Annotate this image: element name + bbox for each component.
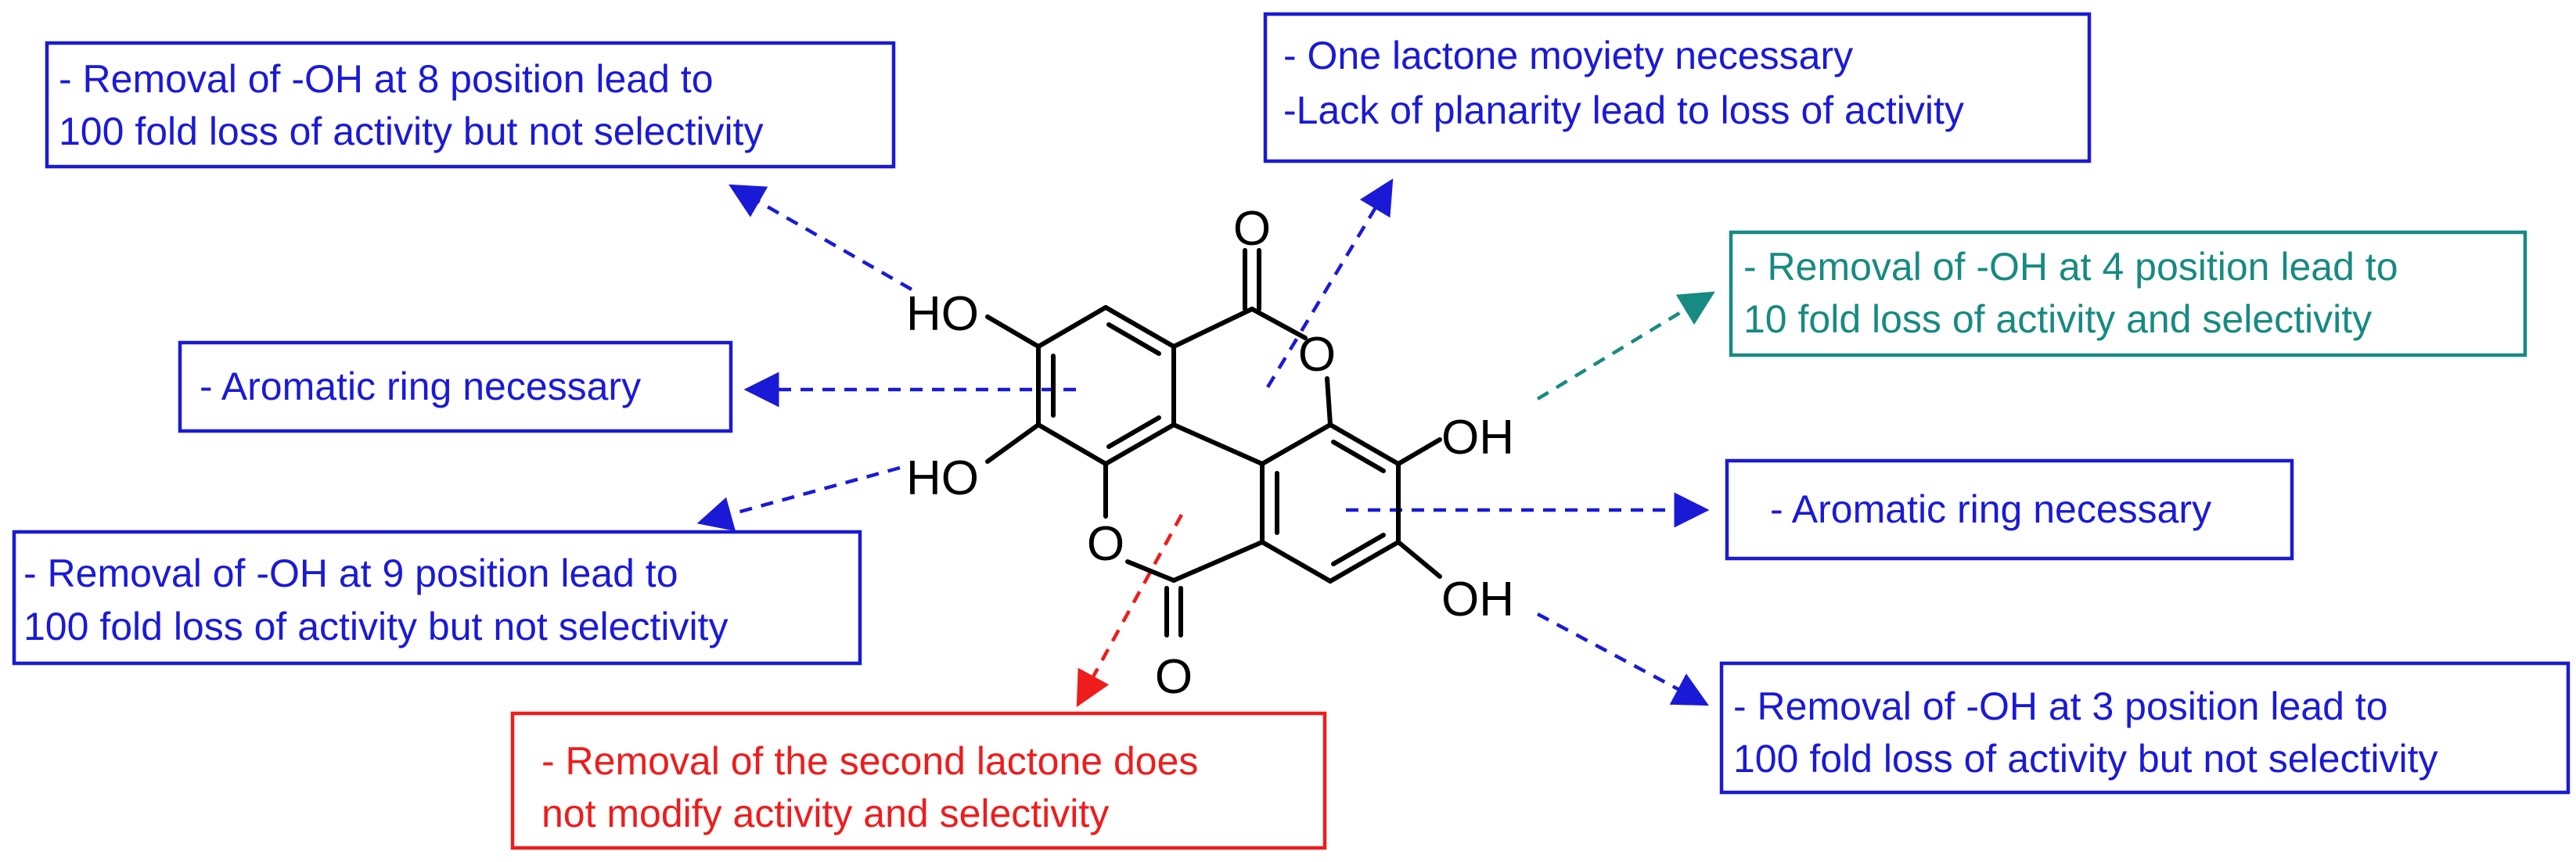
- right-ring-double-2: [1331, 440, 1386, 473]
- annotation-oh3-line2: 100 fold loss of activity but not select…: [1733, 737, 2437, 781]
- annotation-oh3: - Removal of -OH at 3 position lead to 1…: [1719, 661, 2571, 795]
- bond-oh-right-top: [1396, 437, 1442, 466]
- right-ring-double-3: [1331, 533, 1386, 566]
- top-lactone-o-ring: [1325, 376, 1333, 427]
- annotation-lactone-top-line2: -Lack of planarity lead to loss of activ…: [1283, 88, 1964, 132]
- arrow-oh3: [1536, 612, 1709, 706]
- annotation-oh9-line1: - Removal of -OH at 9 position lead to: [23, 551, 678, 595]
- annotation-oh8-line2: 100 fold loss of activity but not select…: [59, 110, 763, 153]
- annotation-lactone-top: - One lactone moyiety necessary -Lack of…: [1263, 12, 2092, 163]
- bond-oh-right-bottom: [1396, 540, 1442, 579]
- bottom-lactone-o-c: [1125, 559, 1176, 583]
- atom-ho-mid: HO: [906, 451, 979, 505]
- annotation-oh3-line1: - Removal of -OH at 3 position lead to: [1733, 684, 2388, 728]
- annotation-aromatic-right: - Aromatic ring necessary: [1725, 458, 2294, 561]
- annotation-oh9: - Removal of -OH at 9 position lead to 1…: [12, 530, 862, 666]
- annotation-oh9-line2: 100 fold loss of activity but not select…: [23, 605, 728, 648]
- atom-oh-right-top: OH: [1441, 411, 1514, 465]
- left-ring-double-1: [1106, 322, 1161, 356]
- annotation-aromatic-left: - Aromatic ring necessary: [178, 340, 733, 433]
- top-lactone-c-o: [1250, 307, 1308, 340]
- biaryl-bond: [1171, 422, 1265, 466]
- bond-ho-top: [985, 314, 1041, 349]
- annotation-oh4: - Removal of -OH at 4 position lead to 1…: [1729, 230, 2527, 357]
- annotation-oh8: - Removal of -OH at 8 position lead to 1…: [45, 41, 896, 169]
- annotation-aromatic-right-text: - Aromatic ring necessary: [1770, 487, 2211, 531]
- arrow-second-lactone: [1076, 513, 1183, 707]
- annotation-second-lactone: - Removal of the second lactone does not…: [510, 711, 1327, 850]
- annotation-second-lactone-line1: - Removal of the second lactone does: [541, 739, 1198, 783]
- annotation-lactone-top-line1: - One lactone moyiety necessary: [1283, 34, 1853, 77]
- arrows: [696, 178, 1715, 707]
- annotation-oh4-line1: - Removal of -OH at 4 position lead to: [1743, 245, 2398, 289]
- top-lactone-c-ring: [1171, 307, 1254, 349]
- arrow-oh8: [729, 184, 913, 291]
- bond-ho-mid: [985, 422, 1041, 464]
- molecule: HO HO OH OH O O O O: [906, 202, 1514, 704]
- annotation-aromatic-left-text: - Aromatic ring necessary: [200, 365, 641, 408]
- left-ring: [1036, 305, 1176, 467]
- atom-o-carbonyl-bottom: O: [1155, 650, 1193, 704]
- annotation-oh4-line2: 10 fold loss of activity and selectivity: [1743, 297, 2372, 341]
- arrow-lactone-top: [1266, 178, 1394, 389]
- annotation-oh8-line1: - Removal of -OH at 8 position lead to: [59, 57, 714, 101]
- right-ring: [1260, 422, 1401, 584]
- atom-o-ring-left: O: [1087, 517, 1124, 571]
- atom-ho-top: HO: [906, 287, 979, 341]
- atom-o-carbonyl-top: O: [1233, 202, 1271, 256]
- left-ring-double-3: [1106, 415, 1161, 449]
- atom-o-ring-right: O: [1298, 328, 1336, 382]
- arrow-oh9: [696, 465, 901, 531]
- arrow-oh4: [1536, 291, 1715, 400]
- bottom-lactone-c-ring: [1171, 540, 1265, 583]
- atom-oh-right-bottom: OH: [1441, 573, 1514, 627]
- annotation-second-lactone-line2: not modify activity and selectivity: [541, 792, 1109, 835]
